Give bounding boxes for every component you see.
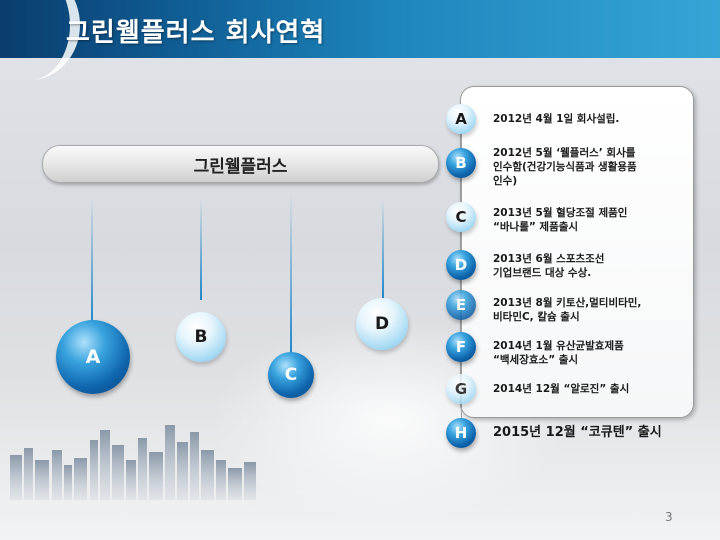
timeline-marker-h: H: [446, 418, 476, 448]
ball-b-label: B: [194, 327, 208, 347]
timeline-marker-e: E: [446, 290, 476, 320]
timeline-marker-a: A: [446, 104, 476, 134]
timeline-entry-g: 2014년 12월 “알로진” 출시: [493, 383, 630, 395]
timeline-marker-f: F: [446, 332, 476, 362]
ball-c-label: C: [284, 365, 298, 385]
title-bar: 그린웰플러스 회사연혁: [0, 0, 720, 80]
timeline-marker-d: D: [446, 250, 476, 280]
timeline-marker-c: C: [446, 202, 476, 232]
ball-b: B: [176, 312, 226, 362]
company-name: 그린웰플러스: [193, 157, 288, 177]
swoosh-decoration: [0, 0, 80, 80]
timeline-connector: [461, 120, 462, 440]
string-c: [290, 195, 292, 355]
timeline-entry-e: 2013년 8월 키토산,멀티비타민, 비타민C, 칼슘 출시: [493, 297, 642, 323]
string-b: [200, 200, 202, 300]
ball-d-label: D: [374, 314, 390, 334]
timeline-marker-g: G: [446, 374, 476, 404]
ball-a-label: A: [85, 346, 101, 368]
timeline-entry-h: 2015년 12월 “코큐텐” 출시: [493, 425, 662, 440]
ball-a: A: [56, 320, 130, 394]
timeline-entry-a: 2012년 4월 1일 회사설립.: [493, 113, 620, 125]
timeline-entry-b: 2012년 5월 ‘웰플러스’ 회사를 인수함(건강기능식품과 생활용품 인수): [493, 147, 637, 187]
string-a: [91, 198, 93, 326]
city-skyline-image: [10, 425, 256, 500]
slide-title: 그린웰플러스 회사연혁: [66, 18, 326, 48]
timeline-entry-c: 2013년 5월 혈당조절 제품인 “바나롤” 제품출시: [493, 207, 628, 233]
page-number: 3: [665, 510, 673, 524]
timeline-entry-d: 2013년 6월 스포츠조선 기업브랜드 대상 수상.: [493, 253, 605, 279]
ball-c: C: [268, 352, 314, 398]
timeline-marker-b: B: [446, 148, 476, 178]
string-d: [382, 200, 384, 298]
timeline-panel: [460, 86, 694, 418]
ball-d: D: [356, 298, 408, 350]
company-name-bar: 그린웰플러스: [42, 145, 439, 183]
timeline-entry-f: 2014년 1월 유산균발효제품 “백세장효소” 출시: [493, 340, 624, 366]
